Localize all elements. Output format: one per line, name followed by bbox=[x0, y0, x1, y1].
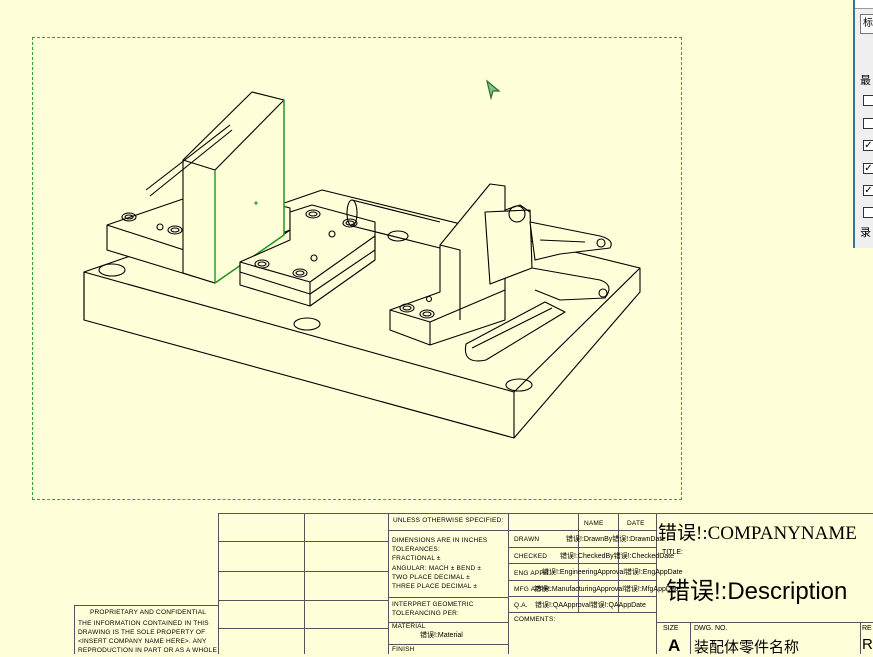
panel-label: 最 bbox=[860, 75, 871, 87]
dwg-no-value[interactable]: 装配体零件名称 bbox=[694, 639, 800, 656]
mfg-appr-value[interactable]: 错误!:ManufacturingApproval错误!:MfgAppDate bbox=[534, 586, 681, 593]
option-checkbox-1[interactable] bbox=[863, 95, 873, 106]
drawn-label: DRAWN bbox=[514, 536, 540, 543]
rev-label: RE bbox=[862, 625, 872, 632]
finish-label: FINISH bbox=[392, 646, 415, 653]
interpret-geometric-note: INTERPRET GEOMETRIC bbox=[392, 601, 474, 608]
dwg-no-label: DWG. NO. bbox=[694, 625, 728, 632]
option-checkbox-6[interactable] bbox=[863, 207, 873, 218]
size-label: SIZE bbox=[663, 625, 679, 632]
fractional-tolerance: FRACTIONAL ± bbox=[392, 555, 441, 562]
three-place-tolerance: THREE PLACE DECIMAL ± bbox=[392, 583, 478, 590]
material-value[interactable]: 错误!:Material bbox=[420, 632, 463, 639]
proprietary-text-4: REPRODUCTION IN PART OR AS A WHOLE bbox=[78, 647, 217, 654]
panel-label-bottom: 录 bbox=[860, 227, 871, 239]
option-checkbox-2[interactable] bbox=[863, 118, 873, 129]
proprietary-text-3: <INSERT COMPANY NAME HERE>. ANY bbox=[78, 638, 207, 645]
eng-appr-label: ENG APPR. bbox=[514, 570, 551, 577]
drawn-value[interactable]: 错误!:DrawnBy错误!:DrawnDate bbox=[566, 536, 666, 543]
proprietary-text-2: DRAWING IS THE SOLE PROPERTY OF bbox=[78, 629, 206, 636]
left-support-block bbox=[106, 91, 291, 284]
option-checkbox-4[interactable]: ✓ bbox=[863, 163, 873, 174]
middle-locator-block bbox=[239, 204, 376, 307]
title-label: TITLE: bbox=[662, 549, 684, 556]
proprietary-text-1: THE INFORMATION CONTAINED IN THIS bbox=[78, 620, 209, 627]
tolerances-label: TOLERANCES: bbox=[392, 546, 440, 553]
drawing-view-boundary[interactable] bbox=[32, 37, 682, 500]
panel-button[interactable]: 标 bbox=[860, 14, 873, 34]
option-checkbox-5[interactable]: ✓ bbox=[863, 185, 873, 196]
qa-value[interactable]: 错误!:QAApproval错误!:QAAppDate bbox=[535, 602, 646, 609]
toggle-clamp bbox=[346, 183, 612, 362]
unless-specified-note: UNLESS OTHERWISE SPECIFIED: bbox=[393, 517, 504, 524]
side-panel[interactable]: 标 最 ✓ ✓ ✓ 录 bbox=[853, 0, 873, 248]
tolerancing-per-label: TOLERANCING PER: bbox=[392, 610, 460, 617]
option-checkbox-3[interactable]: ✓ bbox=[863, 140, 873, 151]
proprietary-title: PROPRIETARY AND CONFIDENTIAL bbox=[90, 609, 207, 616]
comments-label: COMMENTS: bbox=[514, 616, 556, 623]
dimensions-note: DIMENSIONS ARE IN INCHES bbox=[392, 537, 488, 544]
eng-appr-value[interactable]: 错误!:EngineeringApproval错误!:EngAppDate bbox=[542, 569, 683, 576]
name-column-header: NAME bbox=[584, 520, 604, 527]
angular-tolerance: ANGULAR: MACH ± BEND ± bbox=[392, 565, 482, 572]
drawing-description[interactable]: 错误!:Description bbox=[666, 578, 848, 605]
panel-header bbox=[855, 0, 873, 9]
company-name[interactable]: 错误!:COMPANYNAME bbox=[658, 523, 857, 544]
material-label: MATERIAL bbox=[392, 623, 426, 630]
arrow-cursor-icon bbox=[486, 79, 501, 101]
date-column-header: DATE bbox=[627, 520, 645, 527]
rev-value[interactable]: R bbox=[862, 636, 873, 653]
checked-value[interactable]: 错误!:CheckedBy错误!:CheckedDate bbox=[560, 553, 674, 560]
mfg-appr-label: MFG APPR. bbox=[514, 586, 552, 593]
size-value: A bbox=[668, 636, 681, 655]
qa-label: Q.A. bbox=[514, 602, 528, 609]
checked-label: CHECKED bbox=[514, 553, 548, 560]
two-place-tolerance: TWO PLACE DECIMAL ± bbox=[392, 574, 470, 581]
